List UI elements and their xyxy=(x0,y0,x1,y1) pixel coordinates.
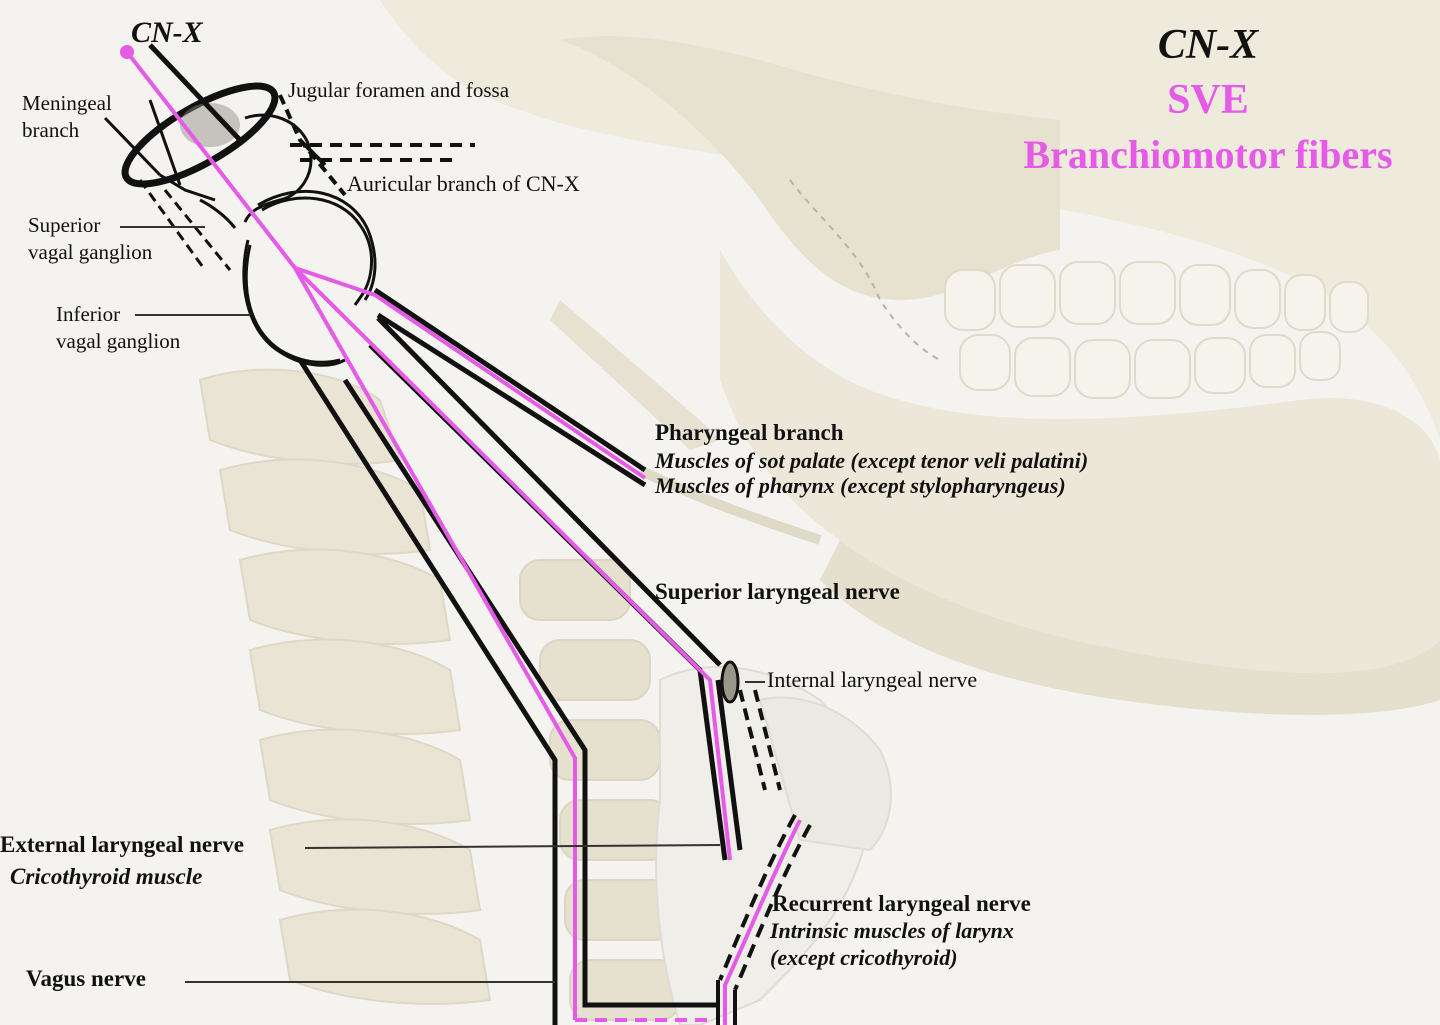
header: CN-X SVE Branchiomotor fibers xyxy=(1023,22,1392,177)
header-fiber-type: Branchiomotor fibers xyxy=(1023,132,1392,177)
meningeal-label-line2: branch xyxy=(22,118,80,142)
external-laryngeal-target: Cricothyroid muscle xyxy=(10,864,202,889)
inferior-ganglion-label-line1: Inferior xyxy=(56,302,120,326)
jugular-foramen-ring xyxy=(121,82,279,188)
origin-label: CN-X xyxy=(131,16,204,49)
sve-fiber-path xyxy=(125,50,802,1025)
cn-x-origin-dot xyxy=(120,45,134,59)
external-laryngeal-title: External laryngeal nerve xyxy=(0,832,244,857)
label-leader-lines xyxy=(120,226,765,983)
recurrent-target-2: (except cricothyroid) xyxy=(770,945,958,970)
recurrent-laryngeal-title: Recurrent laryngeal nerve xyxy=(772,891,1031,916)
superior-ganglion-label-line2: vagal ganglion xyxy=(28,240,153,264)
superior-ganglion-label-line1: Superior xyxy=(28,213,100,237)
superior-vagal-ganglion xyxy=(243,113,313,223)
inferior-ganglion-label-line2: vagal ganglion xyxy=(56,329,181,353)
pharyngeal-branch-title: Pharyngeal branch xyxy=(655,420,844,445)
internal-laryngeal-lines xyxy=(720,660,782,791)
superior-laryngeal-label: Superior laryngeal nerve xyxy=(655,579,900,604)
auricular-label: Auricular branch of CN-X xyxy=(347,171,580,196)
header-title: CN-X xyxy=(1158,22,1259,68)
recurrent-target-1: Intrinsic muscles of larynx xyxy=(769,918,1014,943)
nerve-schematic xyxy=(103,43,812,1025)
vagus-nerve-label: Vagus nerve xyxy=(26,966,146,991)
inferior-vagal-ganglion xyxy=(244,196,374,364)
header-subtitle: SVE xyxy=(1167,77,1249,123)
pharyngeal-target-1: Muscles of sot palate (except tenor veli… xyxy=(654,448,1088,473)
labels: CN-X Jugular foramen and fossa Meningeal… xyxy=(0,16,1088,991)
jugular-foramen-label: Jugular foramen and fossa xyxy=(288,78,510,102)
recurrent-laryngeal-lines xyxy=(716,814,812,1025)
internal-laryngeal-label: Internal laryngeal nerve xyxy=(767,667,977,692)
meningeal-branch-lines xyxy=(103,99,232,271)
meningeal-label-line1: Meningeal xyxy=(22,91,112,115)
auricular-branch-lines xyxy=(278,94,475,197)
pharyngeal-target-2: Muscles of pharynx (except stylopharynge… xyxy=(654,473,1066,498)
